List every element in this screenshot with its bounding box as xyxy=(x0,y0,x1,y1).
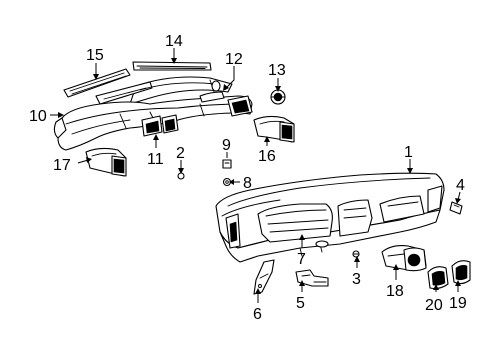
callout-11: 11 xyxy=(147,151,164,168)
callout-4: 4 xyxy=(456,177,465,194)
part-3-screw xyxy=(352,250,360,258)
callout-labels: 1 2 3 4 5 6 7 8 9 10 11 12 13 14 15 16 1… xyxy=(29,33,467,323)
part-20-vent xyxy=(427,266,449,290)
part-6-bracket xyxy=(253,259,275,295)
part-duct-assembly xyxy=(53,91,253,151)
part-14-defroster-strip xyxy=(132,61,212,71)
callout-13: 13 xyxy=(268,62,286,79)
callout-7: 7 xyxy=(297,251,306,268)
part-9-clip xyxy=(222,159,232,169)
part-12-defroster-duct xyxy=(95,76,233,105)
callout-1: 1 xyxy=(404,144,413,161)
part-5-bracket xyxy=(295,269,329,287)
callout-12: 12 xyxy=(225,51,243,68)
callout-8: 8 xyxy=(243,175,252,192)
callout-9: 9 xyxy=(222,137,231,154)
callout-15: 15 xyxy=(86,47,104,64)
part-17-outlet xyxy=(85,147,127,177)
part-16-outlet xyxy=(253,115,295,143)
leader-lines xyxy=(50,48,461,303)
callout-10: 10 xyxy=(29,108,47,125)
part-18-outlet-assembly xyxy=(381,245,427,272)
callout-18: 18 xyxy=(386,283,404,300)
callout-2: 2 xyxy=(176,145,185,162)
callout-20: 20 xyxy=(425,297,443,314)
callout-5: 5 xyxy=(296,295,305,312)
callout-16: 16 xyxy=(258,148,276,165)
callout-6: 6 xyxy=(253,306,262,323)
part-1-instrument-panel xyxy=(215,172,445,263)
part-4-clip xyxy=(449,201,463,215)
callout-19: 19 xyxy=(449,295,467,312)
callout-14: 14 xyxy=(165,33,183,50)
callout-3: 3 xyxy=(352,271,361,288)
part-15-defroster-strip xyxy=(63,68,131,98)
part-13-round-vent xyxy=(270,89,286,105)
callout-17: 17 xyxy=(53,157,71,174)
part-19-vent xyxy=(451,260,471,285)
